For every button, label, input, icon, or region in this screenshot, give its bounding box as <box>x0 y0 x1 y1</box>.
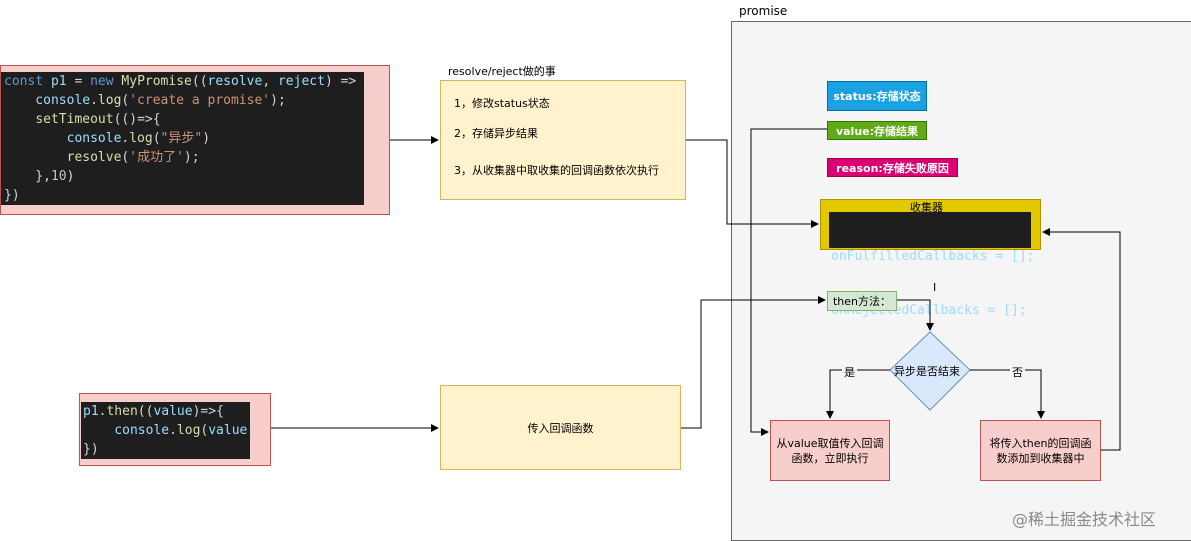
code-token: ( <box>121 93 130 108</box>
code-token: )=>{ <box>192 404 224 419</box>
promise-code-block: const p1 = new MyPromise((resolve, rejec… <box>1 72 372 205</box>
decision-yes-label: 是 <box>842 364 857 380</box>
decision-diamond <box>889 331 971 411</box>
code-token: ) => { <box>324 74 372 89</box>
resolve-reject-box <box>440 80 686 200</box>
yes-action-text: 从value取值传入回调函数，立即执行 <box>776 436 884 465</box>
code-token: 'create a promise' <box>129 93 271 108</box>
code-token: }) <box>83 442 99 457</box>
watermark: @稀土掘金技术社区 <box>1012 510 1157 529</box>
code-token: }) <box>4 188 20 203</box>
arrow-no-to-collector <box>1042 228 1121 451</box>
code-token: ) <box>202 131 211 146</box>
code-token: value <box>153 404 193 419</box>
code-token: . <box>98 404 107 419</box>
status-tag: status:存储状态 <box>827 81 927 111</box>
promise-code-line-1: const p1 = new MyPromise((resolve, rejec… <box>4 72 372 91</box>
resolve-step-1: 1，修改status状态 <box>454 97 550 110</box>
reason-tag: reason:存储失败原因 <box>827 158 958 177</box>
promise-panel-title: promise <box>739 4 788 18</box>
arrow-value-to-yes-box <box>750 128 827 436</box>
code-token: p1 <box>50 74 67 89</box>
code-token: ); <box>183 150 200 165</box>
then-code-block: p1.then((value)=>{ console.log(value)}) <box>81 402 255 459</box>
collector-code: onFulfilledCallbacks = []; onRejectedCal… <box>829 212 1035 318</box>
decision-no-label: 否 <box>1010 364 1025 380</box>
promise-code-line-5: resolve('成功了'); <box>4 148 364 167</box>
code-token: new <box>90 74 122 89</box>
code-token: 10 <box>50 169 67 184</box>
code-token: . <box>121 131 130 146</box>
code-token: ) <box>247 423 256 438</box>
pass-callback-box: 传入回调函数 <box>440 385 681 470</box>
code-token: MyPromise <box>121 74 192 89</box>
code-token: const <box>4 74 51 89</box>
code-token: = <box>66 74 91 89</box>
code-token: ) <box>66 169 75 184</box>
arrow-callback-to-then <box>681 296 826 429</box>
code-token: ( <box>121 150 130 165</box>
then-code-line-1: p1.then((value)=>{ <box>83 402 250 421</box>
pass-callback-text: 传入回调函数 <box>527 421 594 435</box>
collector-line-1: onFulfilledCallbacks = []; <box>831 249 1035 264</box>
promise-code-line-6: },10) <box>4 167 364 186</box>
promise-code-line-3: setTimeout(()=>{ <box>4 110 364 129</box>
code-token: . <box>90 93 98 108</box>
code-token: log <box>176 423 201 438</box>
code-token: }, <box>4 169 51 184</box>
then-code-line-3: }) <box>83 440 250 459</box>
code-token: ( <box>152 131 161 146</box>
promise-code-line-4: console.log("异步") <box>4 129 364 148</box>
cursor-mark: I <box>933 281 937 294</box>
arrow-decision-yes <box>826 369 890 419</box>
promise-code-line-2: console.log('create a promise'); <box>4 91 364 110</box>
code-token: console <box>83 423 170 438</box>
code-token: , <box>262 74 278 89</box>
resolve-box-title: resolve/reject做的事 <box>448 65 556 78</box>
code-token: resolve <box>66 150 122 165</box>
arrow-resolve-to-collector <box>686 139 819 228</box>
code-token: setTimeout <box>35 112 114 127</box>
no-action-box: 将传入then的回调函数添加到收集器中 <box>980 420 1101 481</box>
code-token: console <box>4 93 91 108</box>
code-token: then <box>106 404 138 419</box>
then-code-line-2: console.log(value) <box>83 421 255 440</box>
then-method-box: then方法： <box>827 291 897 311</box>
code-token: '成功了' <box>129 150 184 165</box>
resolve-step-2: 2，存储异步结果 <box>454 127 538 140</box>
value-tag: value:存储结果 <box>827 121 927 140</box>
code-token: log <box>129 131 153 146</box>
code-token: log <box>97 93 122 108</box>
code-token: (( <box>137 404 154 419</box>
code-token: reject <box>277 74 325 89</box>
code-token: resolve <box>207 74 263 89</box>
code-token: (()=>{ <box>113 112 161 127</box>
promise-code-line-7: }) <box>4 186 364 205</box>
code-token: "异步" <box>160 131 203 146</box>
collector-title: 收集器 <box>910 201 943 214</box>
no-action-text: 将传入then的回调函数添加到收集器中 <box>989 436 1092 465</box>
yes-action-box: 从value取值传入回调函数，立即执行 <box>770 420 890 481</box>
code-token: console <box>4 131 122 146</box>
code-token: (( <box>191 74 208 89</box>
code-token: ); <box>270 93 286 108</box>
code-token: p1 <box>83 404 99 419</box>
arrow-decision-no <box>970 369 1045 419</box>
code-token: value <box>208 423 248 438</box>
decision-text: 异步是否结束 <box>894 365 960 378</box>
arrow-then-to-decision <box>897 299 934 331</box>
code-token: ( <box>200 423 209 438</box>
code-token: . <box>169 423 177 438</box>
then-method-label: then方法： <box>832 295 892 308</box>
resolve-step-3: 3，从收集器中取收集的回调函数依次执行 <box>454 164 659 177</box>
